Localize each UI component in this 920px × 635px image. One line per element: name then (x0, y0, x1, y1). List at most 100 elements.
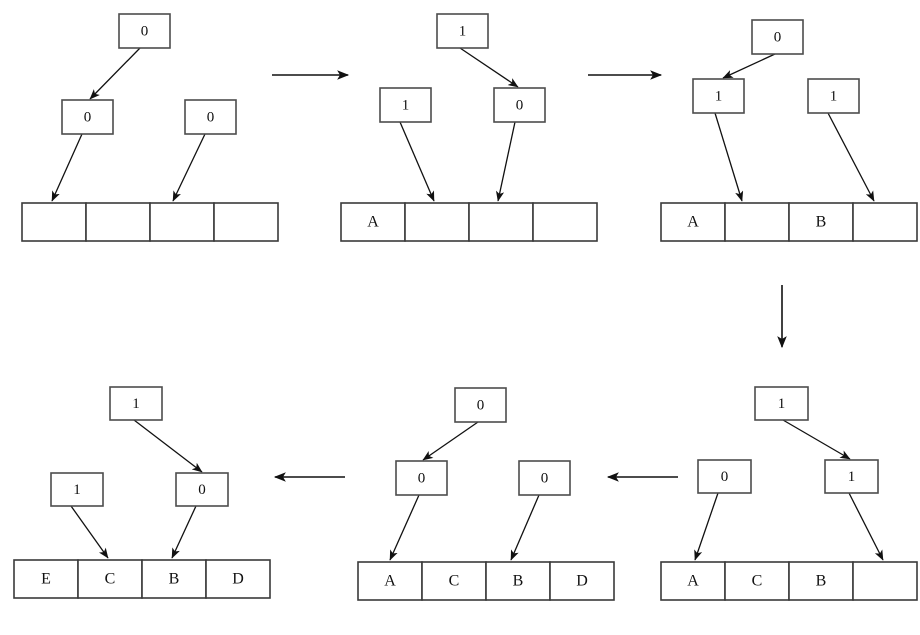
array-cell[interactable]: B (485, 561, 551, 601)
array-cell-rect[interactable] (724, 202, 790, 242)
array-cell-rect[interactable] (660, 561, 726, 601)
array-cell[interactable] (21, 202, 87, 242)
array-cell[interactable] (852, 561, 918, 601)
trie-node-label: 0 (516, 97, 524, 113)
tree-edge-root-to-child-right (782, 419, 851, 460)
trie-node-label: 0 (721, 469, 729, 485)
array-cell[interactable] (404, 202, 470, 242)
tree-edge-child-left-to-cell-0 (389, 494, 420, 561)
array-cell-label: B (513, 573, 524, 590)
array-cell-label: C (752, 573, 763, 590)
trie-node-rect[interactable] (692, 78, 745, 114)
trie-node-rect[interactable] (754, 386, 809, 421)
array-cell[interactable]: C (77, 559, 143, 599)
trie-node-node-detached[interactable]: 0 (518, 460, 571, 496)
array-cell-rect[interactable] (404, 202, 470, 242)
array-cell-rect[interactable] (213, 202, 279, 242)
array-cell-rect[interactable] (549, 561, 615, 601)
array-cell[interactable]: D (205, 559, 271, 599)
trie-node-label: 1 (459, 23, 467, 39)
trie-node-rect[interactable] (379, 87, 432, 123)
trie-node-rect[interactable] (751, 19, 804, 55)
array-cell[interactable]: A (660, 202, 726, 242)
trie-node-node-detached[interactable]: 1 (807, 78, 860, 114)
tree-edge-child-right-to-cell-3 (848, 492, 884, 561)
trie-node-rect[interactable] (824, 459, 879, 494)
trie-node-rect[interactable] (493, 87, 546, 123)
trie-node-rect[interactable] (50, 472, 104, 507)
trie-node-root[interactable]: 1 (109, 386, 163, 421)
trie-node-rect[interactable] (61, 99, 114, 135)
trie-node-child-right[interactable]: 1 (824, 459, 879, 494)
array-cell-rect[interactable] (852, 561, 918, 601)
array-cell-label: E (41, 571, 51, 588)
array-cell-rect[interactable] (485, 561, 551, 601)
trie-node-rect[interactable] (436, 13, 489, 49)
trie-node-child-left[interactable]: 1 (379, 87, 432, 123)
array-cell[interactable] (724, 202, 790, 242)
array-cell-label: D (232, 571, 244, 588)
array-cell-rect[interactable] (357, 561, 423, 601)
array-cell[interactable]: A (340, 202, 406, 242)
array-cell[interactable] (85, 202, 151, 242)
array-cell-label: A (687, 573, 699, 590)
array-cell-rect[interactable] (77, 559, 143, 599)
array-cell-rect[interactable] (149, 202, 215, 242)
array-cell[interactable]: D (549, 561, 615, 601)
trie-node-root[interactable]: 1 (754, 386, 809, 421)
trie-node-rect[interactable] (454, 387, 507, 423)
trie-node-rect[interactable] (518, 460, 571, 496)
array-cell[interactable]: C (421, 561, 487, 601)
trie-node-label: 0 (84, 109, 92, 125)
array-cell-rect[interactable] (788, 202, 854, 242)
array-cell[interactable]: E (13, 559, 79, 599)
array-cell-rect[interactable] (468, 202, 534, 242)
array-cell[interactable]: A (357, 561, 423, 601)
array-cell-rect[interactable] (788, 561, 854, 601)
array-cell-rect[interactable] (85, 202, 151, 242)
array-cell-rect[interactable] (532, 202, 598, 242)
array-cell[interactable]: C (724, 561, 790, 601)
array-cell[interactable] (852, 202, 918, 242)
array-cell-rect[interactable] (13, 559, 79, 599)
array-cell-rect[interactable] (205, 559, 271, 599)
array-cell[interactable]: B (788, 202, 854, 242)
trie-node-child-right[interactable]: 0 (184, 99, 237, 135)
trie-node-child-left[interactable]: 1 (692, 78, 745, 114)
trie-node-rect[interactable] (697, 459, 752, 494)
array-cell[interactable] (468, 202, 534, 242)
array-cell-rect[interactable] (141, 559, 207, 599)
array-cell[interactable]: A (660, 561, 726, 601)
array-cell[interactable]: B (788, 561, 854, 601)
trie-node-rect[interactable] (175, 472, 229, 507)
trie-node-node-detached[interactable]: 1 (50, 472, 104, 507)
array-cell-rect[interactable] (421, 561, 487, 601)
trie-node-root[interactable]: 0 (751, 19, 804, 55)
array-cell[interactable]: B (141, 559, 207, 599)
trie-node-rect[interactable] (395, 460, 448, 496)
trie-node-root[interactable]: 0 (454, 387, 507, 423)
array-cell[interactable] (213, 202, 279, 242)
tree-edge-child-right-to-cell-2 (495, 121, 516, 202)
trie-node-root[interactable]: 0 (118, 13, 171, 49)
trie-node-root[interactable]: 1 (436, 13, 489, 49)
array-cell-rect[interactable] (852, 202, 918, 242)
array-cell[interactable] (149, 202, 215, 242)
array-cell-rect[interactable] (21, 202, 87, 242)
trie-node-node-detached[interactable]: 0 (697, 459, 752, 494)
trie-node-child-right[interactable]: 0 (493, 87, 546, 123)
panel-2: A 1 1 0 (340, 13, 598, 242)
tree-edge-root-to-child-left (422, 421, 479, 461)
trie-node-rect[interactable] (118, 13, 171, 49)
trie-node-rect[interactable] (807, 78, 860, 114)
trie-node-child-left[interactable]: 0 (395, 460, 448, 496)
array-cell[interactable] (532, 202, 598, 242)
trie-node-rect[interactable] (184, 99, 237, 135)
trie-node-child-right[interactable]: 0 (175, 472, 229, 507)
trie-node-child-left[interactable]: 0 (61, 99, 114, 135)
trie-node-rect[interactable] (109, 386, 163, 421)
tree-edge-root-to-child-left (89, 47, 141, 100)
